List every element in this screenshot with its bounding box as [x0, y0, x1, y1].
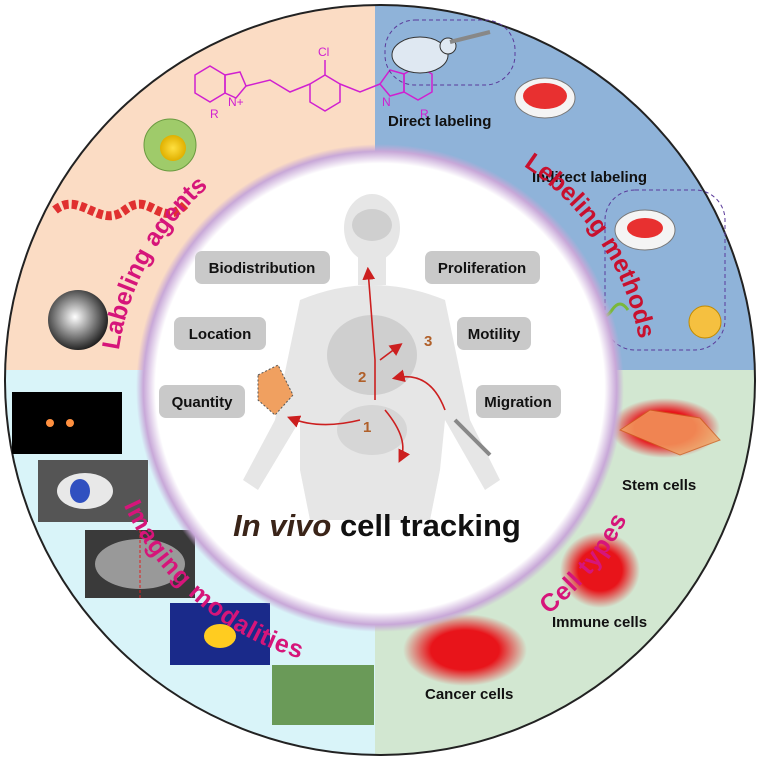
injection-syringe-icon: [453, 418, 492, 457]
direct-labeling-label: Direct labeling: [388, 113, 491, 130]
chem-r-left: R: [210, 107, 219, 121]
chem-cl: Cl: [318, 45, 329, 59]
svg-text:Proliferation: Proliferation: [438, 260, 526, 277]
cancer-cells-label: Cancer cells: [425, 686, 513, 703]
intestines-icon: [337, 405, 407, 455]
cell-transfection-icon: [688, 305, 722, 339]
step-3: 3: [424, 333, 432, 350]
diagram-title: In vivo cell tracking: [233, 508, 521, 543]
svg-text:Quantity: Quantity: [172, 394, 233, 411]
core-shell-nanoparticle: [143, 118, 197, 172]
svg-text:Location: Location: [189, 326, 252, 343]
indirect-labeling-label: Indirect labeling: [532, 169, 647, 186]
petri-dish-icon: [514, 77, 576, 119]
property-pill-location: Location: [174, 317, 266, 350]
brain-icon: [352, 209, 392, 241]
stem-cells-label: Stem cells: [622, 477, 696, 494]
step-1: 1: [363, 419, 371, 436]
direct-labeling-frame: [384, 19, 516, 86]
svg-text:Biodistribution: Biodistribution: [209, 260, 316, 277]
cyanine-dye-structure: [194, 60, 433, 112]
property-pill-quantity: Quantity: [159, 385, 245, 418]
property-pill-migration: Migration: [476, 385, 561, 418]
tissue-sample-icon: [257, 364, 294, 416]
property-pill-biodistribution: Biodistribution: [195, 251, 330, 284]
inorganic-nanoparticle: [48, 290, 108, 350]
petri-dish-icon-2: [614, 209, 676, 251]
outer-ring: [4, 4, 756, 756]
svg-text:Motility: Motility: [468, 326, 521, 343]
photoacoustic-image: [272, 665, 374, 725]
chem-r-right: R: [420, 107, 429, 121]
syringe-icon: [449, 30, 491, 44]
cancer-cells-image: [403, 614, 527, 686]
immune-cells-label: Immune cells: [552, 614, 647, 631]
property-pill-proliferation: Proliferation: [425, 251, 540, 284]
indirect-labeling-frame: [604, 189, 726, 351]
property-pill-motility: Motility: [457, 317, 531, 350]
immune-cells-image: [560, 532, 640, 608]
svg-text:Migration: Migration: [484, 394, 552, 411]
chem-n: N: [382, 95, 391, 109]
migration-arrows: [287, 266, 446, 463]
step-2: 2: [358, 369, 366, 386]
helix-polymer: [52, 199, 189, 221]
chem-n-plus: N+: [228, 95, 244, 109]
